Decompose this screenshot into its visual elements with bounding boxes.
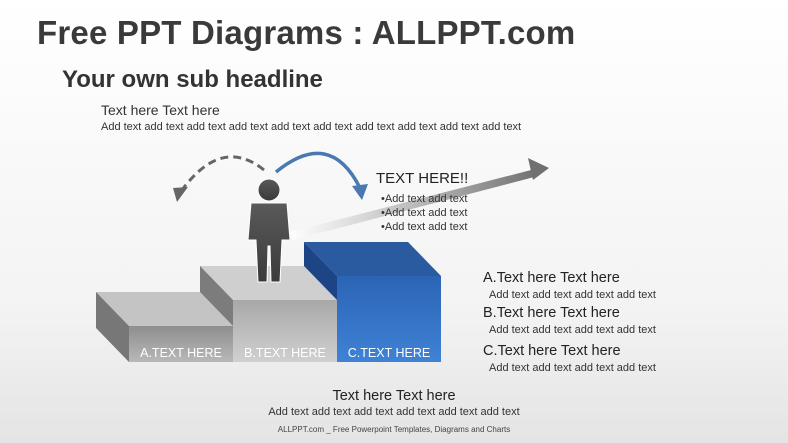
step-c	[304, 242, 441, 362]
right-item-a-heading: A.Text here Text here	[483, 270, 620, 286]
callout-title: TEXT HERE!!	[376, 170, 469, 187]
dashed-arc-arrow-icon	[173, 155, 265, 202]
bottom-heading: Text here Text here	[332, 388, 456, 404]
top-text-body: Add text add text add text add text add …	[101, 121, 522, 133]
right-item-b-heading: B.Text here Text here	[483, 305, 620, 321]
bottom-body: Add text add text add text add text add …	[268, 406, 520, 418]
footer: ALLPPT.com _ Free Powerpoint Templates, …	[277, 425, 511, 434]
right-item-a-body: Add text add text add text add text	[489, 289, 656, 301]
step-b	[200, 266, 337, 362]
curved-arrow-icon	[274, 151, 368, 200]
top-text-heading: Text here Text here	[101, 102, 220, 118]
right-item-c-body: Add text add text add text add text	[489, 362, 656, 374]
sub-headline: Your own sub headline	[62, 66, 323, 93]
step-c-label: C.TEXT HERE	[348, 346, 430, 360]
person-icon	[247, 178, 291, 283]
callout-bullet: •Add text add text	[381, 207, 468, 219]
step-b-label: B.TEXT HERE	[244, 346, 326, 360]
right-item-c-heading: C.Text here Text here	[483, 343, 621, 359]
callout-bullet: •Add text add text	[381, 193, 468, 205]
step-a-label: A.TEXT HERE	[140, 346, 222, 360]
page-title: Free PPT Diagrams : ALLPPT.com	[37, 14, 576, 51]
trend-arrow-icon	[290, 158, 549, 240]
callout-bullet: •Add text add text	[381, 221, 468, 233]
right-item-b-body: Add text add text add text add text	[489, 324, 656, 336]
step-a	[96, 292, 233, 362]
